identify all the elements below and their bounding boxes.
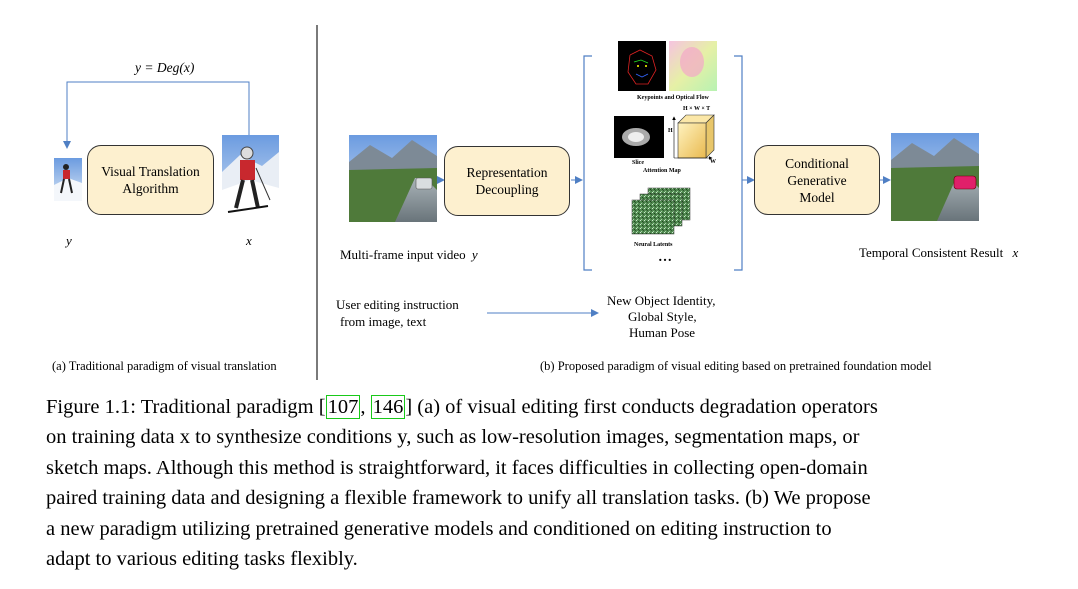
caption-line-1-start: Figure 1.1: Traditional paradigm [ bbox=[46, 396, 326, 418]
visual-translation-algorithm-box: Visual Translation Algorithm bbox=[87, 145, 214, 215]
conditional-generative-model-box: Conditional Generative Model bbox=[754, 145, 880, 215]
identity-line2: Global Style, bbox=[628, 309, 697, 324]
result-var: x bbox=[1012, 245, 1019, 260]
neural-latents-label: Neural Latents bbox=[634, 242, 673, 248]
caption-line-1-end: ] (a) of visual editing first conducts d… bbox=[405, 396, 878, 418]
degradation-formula: y = Deg(x) bbox=[135, 60, 195, 75]
result-text: Temporal Consistent Result bbox=[859, 245, 1004, 260]
representation-decoupling-box: Representation Decoupling bbox=[444, 146, 570, 216]
w-axis-label: W bbox=[710, 159, 716, 165]
caption-line-4: paired training data and designing a fle… bbox=[46, 487, 871, 510]
figure-caption: Figure 1.1: Traditional paradigm [107, 1… bbox=[46, 392, 1036, 574]
right-bracket bbox=[734, 55, 743, 271]
result-label: Temporal Consistent Result x bbox=[859, 245, 1018, 261]
optical-flow-thumbnail bbox=[669, 41, 717, 91]
skier-small-image bbox=[54, 158, 82, 201]
input-video-var: y bbox=[471, 247, 478, 262]
caption-line-3: sketch maps. Although this method is str… bbox=[46, 456, 868, 479]
input-video-frame bbox=[349, 135, 437, 222]
ellipsis-label: … bbox=[658, 250, 672, 265]
caption-line-6: adapt to various editing tasks flexibly. bbox=[46, 548, 358, 571]
citation-link-146[interactable]: 146 bbox=[370, 395, 406, 419]
skier-large-image bbox=[222, 135, 279, 221]
slice-label: Slice bbox=[632, 160, 644, 166]
subcaption-a: (a) Traditional paradigm of visual trans… bbox=[52, 359, 277, 373]
hwt-cube bbox=[672, 114, 715, 160]
instruction-line1: User editing instruction bbox=[336, 297, 459, 312]
input-video-label: Multi-frame input video y bbox=[340, 247, 478, 263]
left-bracket bbox=[583, 55, 592, 271]
instruction-line2: from image, text bbox=[340, 314, 427, 329]
citation-separator: , bbox=[360, 396, 371, 418]
caption-line-5: a new paradigm utilizing pretrained gene… bbox=[46, 517, 832, 540]
caption-line-2: on training data x to synthesize conditi… bbox=[46, 426, 860, 449]
degradation-arrow bbox=[63, 81, 250, 149]
keypoints-flow-label: Keypoints and Optical Flow bbox=[637, 95, 709, 101]
hwt-label: H × W × T bbox=[683, 106, 711, 112]
attention-map-thumbnail bbox=[614, 116, 664, 158]
var-x-label: x bbox=[246, 233, 252, 248]
caption-line-1: Figure 1.1: Traditional paradigm [107, 1… bbox=[46, 392, 1036, 422]
result-frame bbox=[891, 133, 979, 221]
input-video-text: Multi-frame input video bbox=[340, 247, 466, 262]
identity-line3: Human Pose bbox=[629, 325, 696, 340]
h-axis-label: H bbox=[668, 128, 673, 134]
subcaption-b: (b) Proposed paradigm of visual editing … bbox=[540, 359, 932, 373]
neural-latents-stack bbox=[631, 187, 691, 235]
keypoints-thumbnail bbox=[618, 41, 666, 91]
var-y-label: y bbox=[66, 233, 72, 248]
attention-map-label: Attention Map bbox=[643, 168, 681, 174]
identity-line1: New Object Identity, bbox=[607, 293, 716, 308]
citation-link-107[interactable]: 107 bbox=[325, 395, 361, 419]
